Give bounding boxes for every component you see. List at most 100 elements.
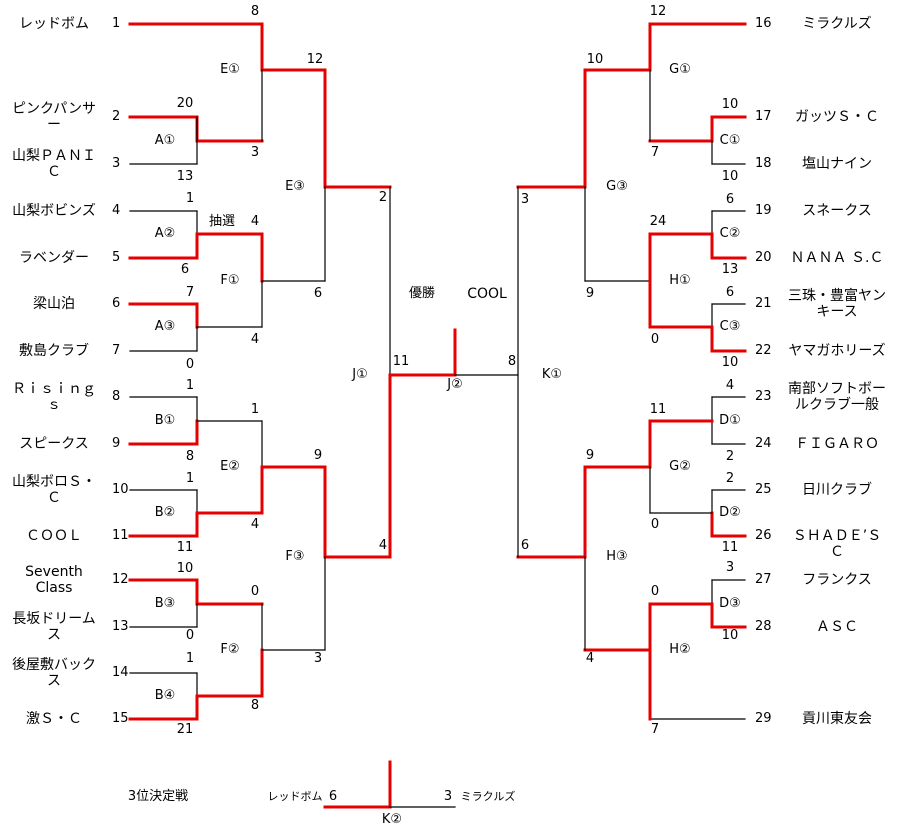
team-name-right: 塩山ナイン: [802, 156, 872, 172]
seed-number-right: 22: [755, 343, 772, 358]
score-bottom-A1: 13: [176, 169, 194, 184]
seed-number-right: 20: [755, 250, 772, 265]
score-bottom-A2: 6: [180, 262, 190, 277]
match-label-C1: C①: [719, 133, 741, 148]
match-label-A1: A①: [154, 133, 176, 148]
team-name-left: 山梨ボビンズ: [12, 203, 96, 219]
team-name-right: ＳＨＡＤＥ’ＳＣ: [792, 528, 882, 560]
seed-number-right: 18: [755, 156, 772, 171]
team-name-left: 激Ｓ・Ｃ: [26, 711, 82, 727]
team-name-right: 南部ソフトボールクラブ一般: [788, 381, 886, 413]
score-bottom-F3: 3: [313, 651, 323, 666]
team-name-right: ＦＩＧＡＲＯ: [795, 436, 879, 452]
seed-number-left: 2: [112, 109, 121, 124]
lottery-note: 抽選: [208, 214, 236, 229]
score-top-E3: 12: [306, 52, 324, 67]
score-top-B3: 10: [176, 561, 194, 576]
third-place-label: 3位決定戦: [127, 789, 189, 804]
score-top-G3: 10: [586, 52, 604, 67]
score-top-B4: 1: [185, 651, 195, 666]
seed-number-left: 5: [112, 250, 121, 265]
score-top-B1: 1: [185, 378, 195, 393]
match-label-E3: E③: [285, 179, 305, 194]
champion-team: COOL: [467, 286, 507, 302]
seed-number-left: 8: [112, 389, 121, 404]
score-bottom-C3: 10: [721, 355, 739, 370]
score-bottom-K1: 6: [520, 538, 530, 553]
score-bottom-F1: 4: [250, 332, 260, 347]
team-name-right: ＮＡＮＡ Ｓ.Ｃ: [790, 250, 884, 266]
seed-number-right: 26: [755, 528, 772, 543]
match-label-B4: B④: [154, 688, 176, 703]
team-name-left: ＣＯＯＬ: [26, 528, 82, 544]
score-top-H2: 0: [650, 584, 660, 599]
team-name-right: フランクス: [802, 572, 872, 588]
seed-number-right: 28: [755, 619, 772, 634]
score-top-J1: 2: [378, 190, 388, 205]
team-name-right: ヤマガホリーズ: [788, 343, 886, 359]
team-name-right: ガッツＳ・Ｃ: [795, 109, 879, 125]
match-label-D2: D②: [719, 505, 741, 520]
score-bottom-B2: 11: [176, 540, 194, 555]
seed-number-right: 27: [755, 572, 772, 587]
match-label-H3: H③: [606, 549, 628, 564]
seed-number-left: 7: [112, 343, 121, 358]
score-bottom-D2: 11: [721, 540, 739, 555]
score-top-D2: 2: [725, 471, 735, 486]
score-bottom-A3: 0: [185, 357, 195, 372]
seed-number-left: 15: [112, 711, 129, 726]
score-bottom-H2: 7: [650, 722, 660, 737]
score-top-H3: 9: [585, 448, 595, 463]
match-label-E2: E②: [220, 459, 240, 474]
team-name-left: 後屋敷バックス: [12, 657, 96, 689]
score-bottom-D1: 2: [725, 449, 735, 464]
seed-number-left: 13: [112, 619, 129, 634]
team-name-left: ピンクパンサー: [12, 101, 96, 133]
score-bottom-H3: 4: [585, 651, 595, 666]
score-top-C3: 6: [725, 285, 735, 300]
seed-number-right: 24: [755, 436, 772, 451]
score-bottom-F2: 8: [250, 698, 260, 713]
score-bottom-G1: 7: [650, 145, 660, 160]
team-name-left: 山梨ボロＳ・Ｃ: [12, 474, 96, 506]
score-top-D3: 3: [725, 560, 735, 575]
seed-number-right: 29: [755, 711, 772, 726]
match-label-H2: H②: [669, 642, 691, 657]
match-label-F3: F③: [285, 549, 305, 564]
match-label-H1: H①: [669, 273, 691, 288]
score-top-G1: 12: [649, 4, 667, 19]
score-bottom-D3: 10: [721, 628, 739, 643]
seed-number-left: 1: [112, 16, 121, 31]
team-name-left: 山梨ＰＡＮＩＣ: [12, 148, 96, 180]
seed-number-right: 19: [755, 203, 772, 218]
team-name-right: ＡＳＣ: [816, 619, 858, 635]
seed-number-left: 6: [112, 296, 121, 311]
score-right-J2: 8: [507, 354, 517, 369]
match-label-G2: G②: [669, 459, 691, 474]
match-label-E1: E①: [220, 62, 240, 77]
seed-number-right: 23: [755, 389, 772, 404]
seed-number-right: 21: [755, 296, 772, 311]
score-bottom-C1: 10: [721, 169, 739, 184]
score-bottom-E3: 6: [313, 286, 323, 301]
score-top-E2: 1: [250, 402, 260, 417]
seed-number-right: 17: [755, 109, 772, 124]
score-top-K1: 3: [520, 192, 530, 207]
score-bottom-C2: 13: [721, 262, 739, 277]
seed-number-left: 12: [112, 572, 129, 587]
match-label-A3: A③: [154, 319, 176, 334]
score-left-J2: 11: [392, 354, 410, 369]
score-top-A1: 20: [176, 96, 194, 111]
score-top-A3: 7: [185, 285, 195, 300]
match-label-G3: G③: [606, 179, 628, 194]
team-name-right: ミラクルズ: [802, 16, 872, 32]
team-name-left: Ｒｉｓｉｎｇｓ: [12, 381, 96, 413]
team-name-left: 梁山泊: [33, 296, 75, 312]
score-bottom-G3: 9: [585, 286, 595, 301]
seed-number-left: 10: [112, 482, 129, 497]
team-name-left: ラベンダー: [19, 250, 89, 266]
match-label-B3: B③: [154, 596, 176, 611]
score-bottom-H1: 0: [650, 332, 660, 347]
seed-number-left: 4: [112, 203, 121, 218]
